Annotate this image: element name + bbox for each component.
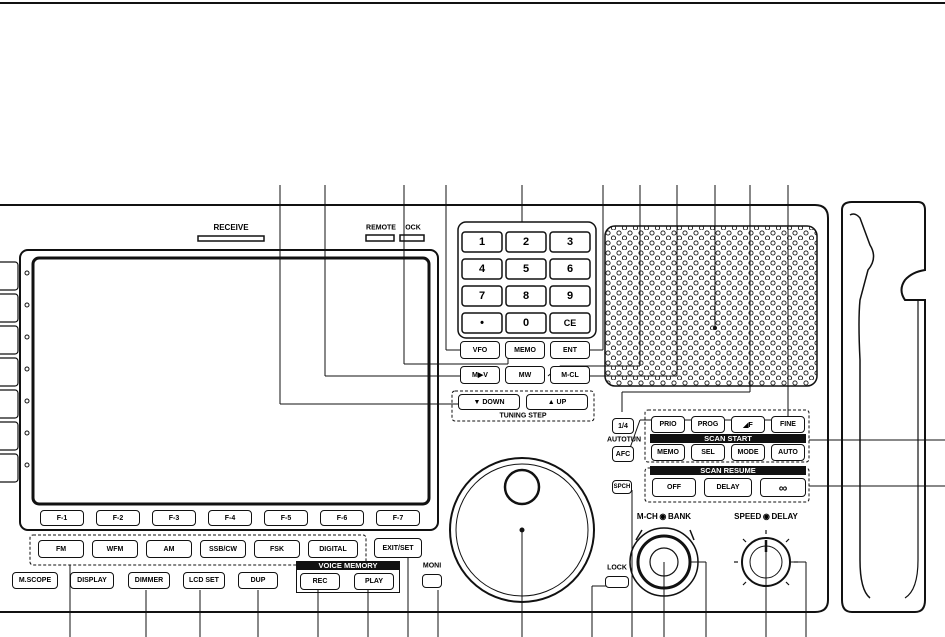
scan-memo-button[interactable]: MEMO (651, 444, 685, 461)
moni-label: MONI (422, 562, 442, 570)
f3-button[interactable]: F-3 (152, 510, 196, 526)
autotun-label: AUTOTUN (606, 436, 642, 444)
callout-lines (69, 185, 945, 637)
mscope-button[interactable]: M.SCOPE (12, 572, 58, 589)
exit-set-button[interactable]: EXIT/SET (374, 538, 422, 558)
play-button[interactable]: PLAY (354, 573, 394, 590)
mch-bank-label: M-CH ◉ BANK (636, 512, 692, 521)
key-5[interactable]: 5 (522, 263, 530, 275)
lcd-set-button[interactable]: LCD SET (183, 572, 225, 589)
lcd-screen (31, 256, 431, 506)
delta-f-button[interactable]: ◢F (731, 416, 765, 433)
f1-button[interactable]: F-1 (40, 510, 84, 526)
key-8[interactable]: 8 (522, 290, 530, 302)
prog-button[interactable]: PROG (691, 416, 725, 433)
quarter-button[interactable]: 1/4 (612, 418, 634, 434)
tuning-step-up-button[interactable]: ▲ UP (526, 394, 588, 410)
resume-off-button[interactable]: OFF (652, 478, 696, 497)
voice-memory-label: VOICE MEMORY (296, 561, 400, 570)
ent-button[interactable]: ENT (550, 341, 590, 359)
key-0[interactable]: 0 (522, 317, 530, 329)
f7-button[interactable]: F-7 (376, 510, 420, 526)
display-button[interactable]: DISPLAY (70, 572, 114, 589)
key-9[interactable]: 9 (566, 290, 574, 302)
carry-handle (841, 201, 926, 613)
mode-am-button[interactable]: AM (146, 540, 192, 558)
prio-button[interactable]: PRIO (651, 416, 685, 433)
rec-button[interactable]: REC (300, 573, 340, 590)
mw-button[interactable]: MW (505, 366, 545, 384)
mode-button[interactable]: MODE (731, 444, 765, 461)
key-1[interactable]: 1 (478, 236, 486, 248)
f6-button[interactable]: F-6 (320, 510, 364, 526)
key-ce[interactable]: CE (563, 318, 577, 328)
afc-button[interactable]: AFC (612, 446, 634, 462)
lock-indicator-label: OCK (405, 224, 421, 232)
dimmer-button[interactable]: DIMMER (128, 572, 170, 589)
resume-delay-button[interactable]: DELAY (704, 478, 752, 497)
moni-button[interactable] (422, 574, 442, 588)
mode-fm-button[interactable]: FM (38, 540, 84, 558)
f2-button[interactable]: F-2 (96, 510, 140, 526)
key-3[interactable]: 3 (566, 236, 574, 248)
lock-label: LOCK (607, 564, 627, 572)
page-top-rule (0, 2, 945, 4)
dup-button[interactable]: DUP (238, 572, 278, 589)
keypad-key-outlines (461, 231, 591, 334)
mode-digital-button[interactable]: DIGITAL (308, 540, 358, 558)
scan-resume-label: SCAN RESUME (650, 466, 806, 475)
panel-outline (0, 204, 829, 613)
key-4[interactable]: 4 (478, 263, 486, 275)
f5-button[interactable]: F-5 (264, 510, 308, 526)
f4-button[interactable]: F-4 (208, 510, 252, 526)
keypad-frame (457, 221, 597, 339)
receive-label: RECEIVE (213, 223, 249, 232)
spch-button[interactable]: SPCH (612, 480, 632, 494)
voice-memory-group (296, 561, 400, 593)
side-tabs (0, 261, 19, 483)
fine-button[interactable]: FINE (771, 416, 805, 433)
remote-label: REMOTE (366, 224, 396, 232)
mode-ssbcw-button[interactable]: SSB/CW (200, 540, 246, 558)
key-dot[interactable]: • (480, 317, 484, 329)
mode-wfm-button[interactable]: WFM (92, 540, 138, 558)
mode-fsk-button[interactable]: FSK (254, 540, 300, 558)
speed-delay-label: SPEED ◉ DELAY (734, 512, 798, 521)
m-cl-button[interactable]: M-CL (550, 366, 590, 384)
lock-button[interactable] (605, 576, 629, 588)
m-to-v-button[interactable]: M▶V (460, 366, 500, 384)
memo-button[interactable]: MEMO (505, 341, 545, 359)
resume-infinite-button[interactable]: ∞ (760, 478, 806, 497)
scan-start-label: SCAN START (650, 434, 806, 443)
key-2[interactable]: 2 (522, 236, 530, 248)
key-7[interactable]: 7 (478, 290, 486, 302)
speaker-grille (604, 225, 818, 387)
lcd-bezel (19, 249, 439, 531)
tuning-step-label: TUNING STEP (499, 412, 547, 420)
vfo-button[interactable]: VFO (460, 341, 500, 359)
auto-button[interactable]: AUTO (771, 444, 805, 461)
sel-button[interactable]: SEL (691, 444, 725, 461)
key-6[interactable]: 6 (566, 263, 574, 275)
tuning-step-down-button[interactable]: ▼ DOWN (458, 394, 520, 410)
